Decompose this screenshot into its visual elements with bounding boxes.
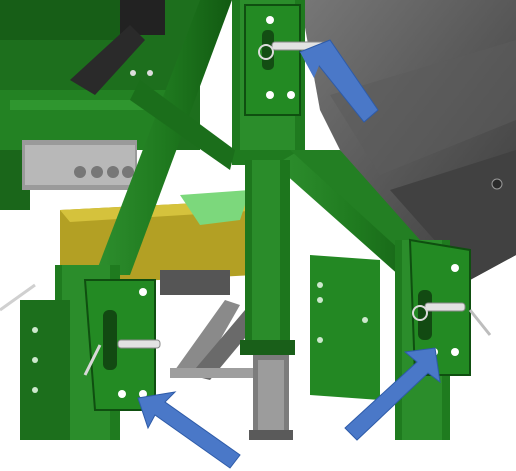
hopper (300, 0, 516, 280)
arrow-icon (300, 52, 322, 78)
lock-pin-icon (83, 339, 161, 376)
hitch-frame (20, 0, 471, 440)
bolt-icon (491, 178, 503, 190)
jack-stand (170, 300, 293, 440)
valve-block (22, 140, 137, 190)
lock-pin-icon (412, 302, 466, 321)
arrow-icon (344, 347, 441, 441)
hitch-hardware (0, 283, 492, 336)
arrow-icon (137, 391, 241, 469)
